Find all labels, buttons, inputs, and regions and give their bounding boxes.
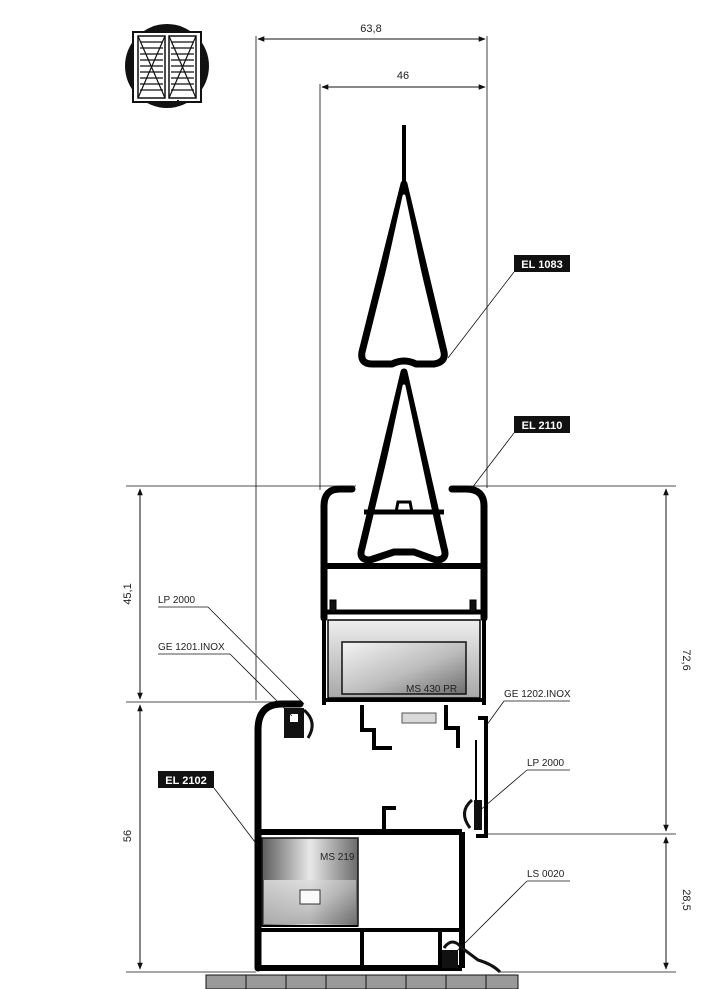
callout-ls0020: LS 0020 — [455, 869, 570, 953]
el2102-label: EL 2102 — [165, 775, 206, 787]
outer-frame — [254, 700, 488, 972]
ms430-label: MS 430 PR — [406, 684, 457, 695]
overall-width-value: 63,8 — [360, 23, 381, 35]
tag-el1083: EL 1083 — [447, 255, 570, 359]
floor-strip — [205, 974, 519, 989]
double-window-icon — [125, 24, 209, 108]
right-total-value: 72,6 — [680, 649, 692, 670]
glazing-bead-lower — [357, 368, 449, 564]
ge1201-label: GE 1201.INOX — [158, 642, 225, 653]
dimension-upper-height: 45,1 — [122, 485, 356, 703]
callout-ge1201: GE 1201.INOX — [158, 642, 293, 717]
lp2000-right-label: LP 2000 — [527, 758, 565, 769]
el2110-label: EL 2110 — [522, 420, 563, 432]
ls0020-label: LS 0020 — [527, 869, 565, 880]
sash-frame — [320, 485, 488, 750]
upper-height-value: 45,1 — [122, 583, 134, 604]
dimension-lower-height: 56 — [122, 704, 256, 973]
reinforcement-ms430: MS 430 PR — [327, 619, 481, 699]
gasket-lp2000-right — [463, 798, 482, 830]
callout-lp2000-left: LP 2000 — [158, 595, 305, 705]
lp2000-left-label: LP 2000 — [158, 595, 196, 606]
threshold-seal-ls0020 — [442, 940, 502, 974]
glazing-bead-upper — [358, 125, 448, 368]
el1083-label: EL 1083 — [521, 259, 562, 271]
ge1202-label: GE 1202.INOX — [504, 689, 571, 700]
dimension-right-bottom: 28,5 — [500, 836, 692, 973]
tag-el2110: EL 2110 — [471, 416, 570, 489]
dimension-overall-width: 63,8 — [255, 23, 488, 700]
tag-el2102: EL 2102 — [158, 771, 259, 847]
ms219-label: MS 219 — [320, 852, 355, 863]
gasket-lp2000-left — [284, 708, 314, 739]
dimension-right-total: 72,6 — [452, 485, 692, 835]
reinforcement-ms219: MS 219 — [261, 837, 359, 927]
callout-ge1202: GE 1202.INOX — [485, 689, 571, 727]
lower-height-value: 56 — [122, 830, 134, 842]
glazing-width-value: 46 — [397, 70, 409, 82]
right-bottom-value: 28,5 — [680, 889, 692, 910]
callout-lp2000-right: LP 2000 — [477, 758, 570, 813]
dimension-glazing-width: 46 — [319, 70, 486, 490]
